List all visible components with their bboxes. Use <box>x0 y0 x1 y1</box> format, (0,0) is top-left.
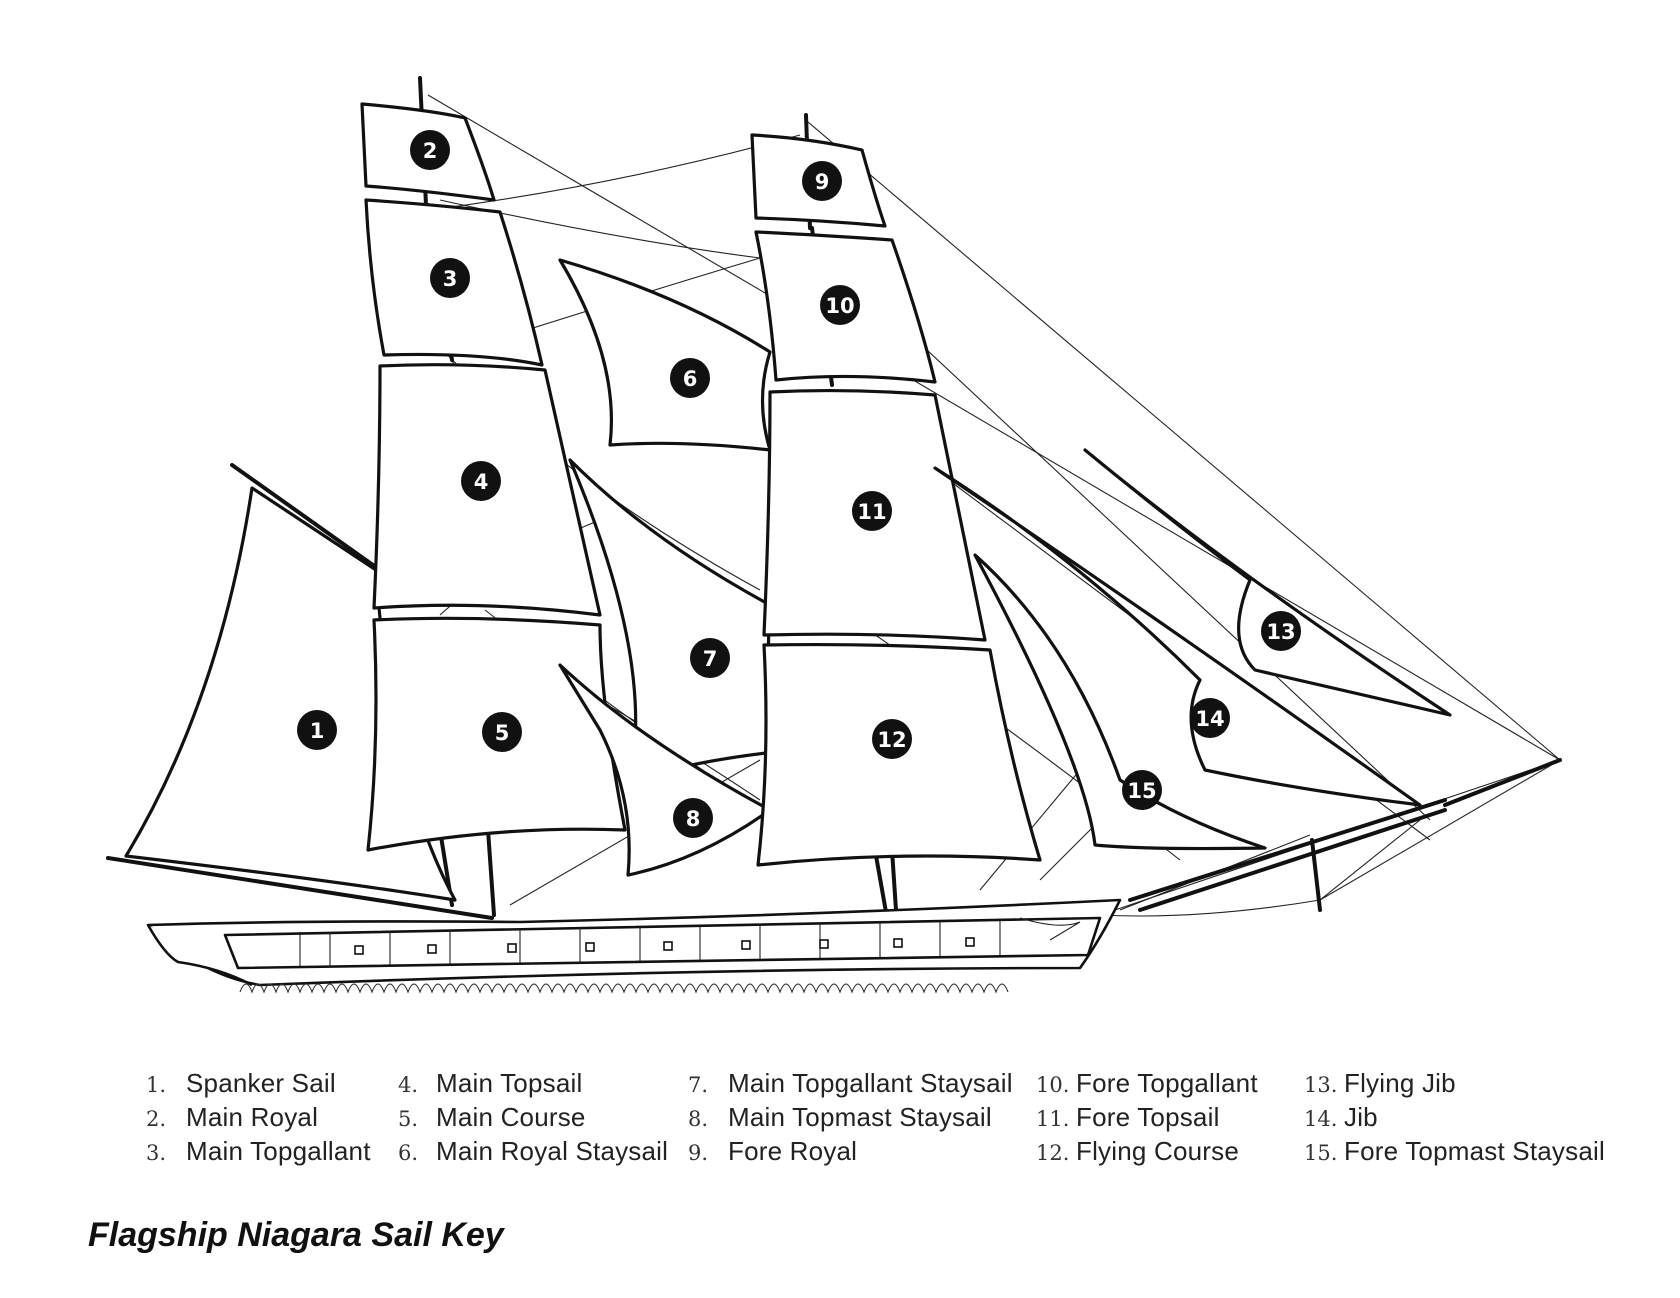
badge-3: 3 <box>430 258 470 298</box>
legend-number: 1. <box>146 1073 167 1097</box>
legend-number: 5. <box>398 1107 419 1131</box>
badge-10: 10 <box>820 285 860 325</box>
legend-number: 8. <box>688 1107 709 1131</box>
legend-item-13: 13.Flying Jib <box>1304 1068 1605 1102</box>
badge-13: 13 <box>1261 611 1301 651</box>
svg-text:5: 5 <box>495 721 510 745</box>
hull <box>146 898 1122 987</box>
legend-number: 4. <box>398 1073 419 1097</box>
sail-8 <box>558 663 772 877</box>
legend-label: Flying Course <box>1076 1136 1239 1166</box>
legend-label: Flying Jib <box>1344 1068 1456 1098</box>
badge-12: 12 <box>872 719 912 759</box>
legend-item-4: 4. Main Topsail <box>398 1068 668 1102</box>
svg-text:9: 9 <box>815 170 830 194</box>
svg-text:4: 4 <box>474 470 489 494</box>
svg-text:12: 12 <box>877 728 906 752</box>
svg-text:13: 13 <box>1266 620 1295 644</box>
legend-item-8: 8. Main Topmast Staysail <box>688 1102 1013 1136</box>
legend-item-6: 6. Main Royal Staysail <box>398 1136 668 1170</box>
legend-item-10: 10.Fore Topgallant <box>1036 1068 1258 1102</box>
legend-number: 2. <box>146 1107 167 1131</box>
svg-text:3: 3 <box>443 267 458 291</box>
legend-column-2: 4. Main Topsail 5. Main Course 6. Main Roya… <box>398 1068 668 1170</box>
badge-6: 6 <box>670 358 710 398</box>
badge-8: 8 <box>673 798 713 838</box>
badge-9: 9 <box>802 161 842 201</box>
legend-label: Main Topmast Staysail <box>728 1102 992 1132</box>
badge-4: 4 <box>461 461 501 501</box>
ship-diagram: 1 2 3 4 5 6 7 8 9 10 11 12 13 14 15 <box>106 76 1562 994</box>
diagram-title: Flagship Niagara Sail Key <box>88 1216 504 1254</box>
badge-7: 7 <box>690 638 730 678</box>
svg-text:15: 15 <box>1127 779 1156 803</box>
svg-text:11: 11 <box>857 500 886 524</box>
sails <box>124 102 1452 902</box>
svg-text:10: 10 <box>825 294 854 318</box>
legend-label: Jib <box>1344 1102 1378 1132</box>
legend-item-11: 11.Fore Topsail <box>1036 1102 1258 1136</box>
badge-11: 11 <box>852 491 892 531</box>
badge-2: 2 <box>410 130 450 170</box>
sail-15 <box>973 553 1267 851</box>
sail-6 <box>558 258 772 452</box>
portholes <box>354 937 975 955</box>
legend-label: Main Royal <box>186 1102 319 1132</box>
badge-5: 5 <box>482 712 522 752</box>
legend-label: Main Royal Staysail <box>436 1136 669 1166</box>
sail-legend: 1. Spanker Sail 2. Main Royal 3. Main Topga… <box>0 1068 1680 1178</box>
svg-text:7: 7 <box>703 647 718 671</box>
legend-label: Spanker Sail <box>186 1068 336 1098</box>
legend-label: Main Course <box>436 1102 586 1132</box>
waves <box>239 983 1009 994</box>
badge-1: 1 <box>297 710 337 750</box>
svg-text:14: 14 <box>1195 707 1224 731</box>
legend-label: Fore Royal <box>728 1136 858 1166</box>
legend-item-7: 7. Main Topgallant Staysail <box>688 1068 1013 1102</box>
legend-number: 9. <box>688 1141 709 1165</box>
legend-label: Fore Topgallant <box>1076 1068 1258 1098</box>
badge-14: 14 <box>1190 698 1230 738</box>
svg-text:8: 8 <box>686 807 701 831</box>
legend-item-15: 15.Fore Topmast Staysail <box>1304 1136 1605 1170</box>
legend-item-2: 2. Main Royal <box>146 1102 371 1136</box>
legend-number: 14. <box>1304 1107 1338 1131</box>
legend-item-9: 9. Fore Royal <box>688 1136 1013 1170</box>
legend-number: 11. <box>1036 1107 1070 1131</box>
svg-text:6: 6 <box>683 367 698 391</box>
legend-item-14: 14.Jib <box>1304 1102 1605 1136</box>
legend-item-12: 12.Flying Course <box>1036 1136 1258 1170</box>
legend-number: 15. <box>1304 1141 1338 1165</box>
svg-text:2: 2 <box>423 139 438 163</box>
legend-column-4: 10.Fore Topgallant 11.Fore Topsail 12.Fl… <box>1036 1068 1258 1170</box>
legend-number: 13. <box>1304 1073 1338 1097</box>
legend-label: Fore Topmast Staysail <box>1344 1136 1605 1166</box>
legend-item-1: 1. Spanker Sail <box>146 1068 371 1102</box>
legend-number: 12. <box>1036 1141 1070 1165</box>
legend-number: 6. <box>398 1141 419 1165</box>
legend-label: Main Topgallant Staysail <box>728 1068 1013 1098</box>
legend-label: Fore Topsail <box>1076 1102 1220 1132</box>
legend-label: Main Topsail <box>436 1068 583 1098</box>
legend-number: 10. <box>1036 1073 1070 1097</box>
sail-14 <box>933 466 1422 807</box>
badge-15: 15 <box>1122 770 1162 810</box>
legend-column-1: 1. Spanker Sail 2. Main Royal 3. Main Topga… <box>146 1068 371 1170</box>
legend-item-5: 5. Main Course <box>398 1102 668 1136</box>
legend-column-5: 13.Flying Jib 14.Jib 15.Fore Topmast Sta… <box>1304 1068 1605 1170</box>
svg-text:1: 1 <box>310 719 325 743</box>
legend-column-3: 7. Main Topgallant Staysail 8. Main Topmas… <box>688 1068 1013 1170</box>
legend-item-3: 3. Main Topgallant <box>146 1136 371 1170</box>
legend-number: 7. <box>688 1073 709 1097</box>
sail-13 <box>1083 448 1452 717</box>
legend-label: Main Topgallant <box>186 1136 371 1166</box>
legend-number: 3. <box>146 1141 167 1165</box>
